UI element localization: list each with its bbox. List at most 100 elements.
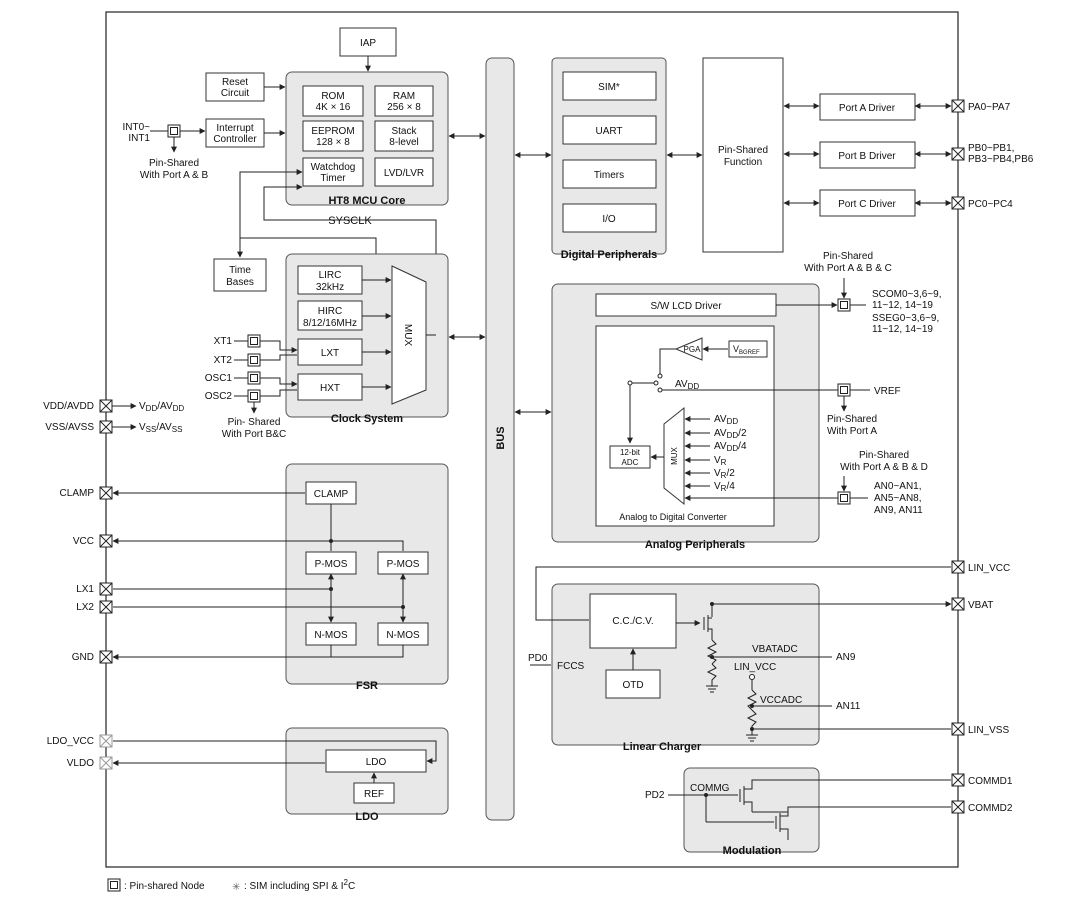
system-bus <box>485 57 515 821</box>
pga-label: PGA <box>684 345 702 354</box>
nmos-right-label: N-MOS <box>386 630 420 641</box>
vdd-internal-label: VDD/AVDD <box>139 401 184 413</box>
legend-node-text: : Pin-shared Node <box>124 881 205 892</box>
sim-label: SIM* <box>598 82 620 93</box>
vref-note-2: With Port A <box>827 426 877 437</box>
adc-label-2: ADC <box>622 458 639 467</box>
svg-text:VR/4: VR/4 <box>714 481 735 493</box>
port-b-driver-label: Port B Driver <box>838 151 896 162</box>
port-c-driver-label: Port C Driver <box>838 199 896 210</box>
svg-text:VR: VR <box>714 455 727 467</box>
reset-label-2: Circuit <box>221 88 250 99</box>
chip-boundary <box>105 11 959 868</box>
otd-label: OTD <box>622 680 643 691</box>
watchdog-label-2: Timer <box>320 173 346 184</box>
fsr-wiring <box>112 490 406 660</box>
ram-label: RAM <box>393 91 415 102</box>
vcc-pin-label: VCC <box>73 536 94 547</box>
lcd-note-2: With Port A & B & C <box>804 263 892 274</box>
pd0-label: PD0 <box>528 653 548 664</box>
an-pins-2: AN5~AN8, <box>874 493 922 504</box>
vref-pin-label: VREF <box>874 386 901 397</box>
commg-label: COMMG <box>690 783 730 794</box>
svg-text:AVDD/2: AVDD/2 <box>714 428 747 440</box>
port-b-row: Port B Driver PB0~PB1, PB3~PB4,PB6 <box>783 141 1034 169</box>
port-a-pins: PA0~PA7 <box>968 102 1011 113</box>
modulation-pins <box>951 773 965 814</box>
lirc-label: LIRC <box>319 270 342 281</box>
hirc-box <box>297 300 363 331</box>
fsr-title: FSR <box>356 680 378 692</box>
scom-pins: SCOM0~3,6~9, <box>872 289 941 300</box>
lcd-driver-label: S/W LCD Driver <box>650 301 722 312</box>
legend-sim-text: : SIM including SPI & I2C <box>244 878 355 892</box>
port-c-pins: PC0~PC4 <box>968 199 1013 210</box>
xt2-label: XT2 <box>214 355 233 366</box>
svg-text:AVDD: AVDD <box>714 414 738 426</box>
vbgref-label: VBGREF <box>733 344 760 356</box>
pin-shared-label: Pin-Shared <box>718 145 768 156</box>
int-note: Pin-Shared <box>149 158 199 169</box>
adc-subblock <box>595 325 775 527</box>
modulation-title: Modulation <box>723 845 782 857</box>
sim-box <box>562 71 657 101</box>
uart-label: UART <box>595 126 622 137</box>
ccv-label: C.C./C.V. <box>612 616 653 627</box>
charger-wiring <box>530 566 952 742</box>
an-pins: AN0~AN1, <box>874 481 922 492</box>
fsr-clamp-label: CLAMP <box>314 489 349 500</box>
lvd-label: LVD/LVR <box>384 168 424 179</box>
otd-box <box>605 669 661 699</box>
stack-label: Stack <box>391 126 417 137</box>
int0-label: INT0~ <box>122 122 150 133</box>
lin-vcc-pin-label: LIN_VCC <box>968 563 1010 574</box>
vldo-pin-label: VLDO <box>67 758 94 769</box>
an-note: Pin-Shared <box>859 450 909 461</box>
lx1-pin-label: LX1 <box>76 584 94 595</box>
hirc-label: HIRC <box>318 306 342 317</box>
vss-internal-label: VSS/AVSS <box>139 422 182 434</box>
eeprom-label: EEPROM <box>311 126 354 137</box>
vss-pin <box>99 420 113 434</box>
clock-note: Pin- Shared <box>228 417 281 428</box>
lin-vss-pin-label: LIN_VSS <box>968 725 1009 736</box>
stack-box <box>374 120 434 152</box>
charger-pins <box>951 560 965 736</box>
clock-mux-label: MUX <box>402 324 413 347</box>
watchdog-label: Watchdog <box>311 162 356 173</box>
ccv-box <box>589 593 677 649</box>
vss-pin-label: VSS/AVSS <box>45 422 94 433</box>
vbgref-box <box>728 340 768 358</box>
ldo-box-label: LDO <box>366 757 387 768</box>
time-bases-label: Time <box>229 265 251 276</box>
ref-label: REF <box>364 789 384 800</box>
mcu-core-title: HT8 MCU Core <box>328 195 405 207</box>
vccadc-label: VCCADC <box>760 695 802 706</box>
vref-note: Pin-Shared <box>827 414 877 425</box>
osc1-label: OSC1 <box>205 373 233 384</box>
adc-subblock-title: Analog to Digital Converter <box>619 512 727 522</box>
clock-mux <box>391 265 427 405</box>
timers-label: Timers <box>594 170 624 181</box>
scom-pins-2: 11~12, 14~19 <box>872 300 933 311</box>
gnd-pin-label: GND <box>72 652 94 663</box>
fccs-label: FCCS <box>557 661 585 672</box>
time-bases-box <box>213 258 267 292</box>
analog-peripherals-title: Analog Peripherals <box>645 539 745 551</box>
port-a-driver-label: Port A Driver <box>839 103 896 114</box>
lcd-note: Pin-Shared <box>823 251 873 262</box>
svg-text:AVDD/4: AVDD/4 <box>714 441 747 453</box>
int1-label: INT1 <box>128 133 150 144</box>
eeprom-size: 128 × 8 <box>316 137 350 148</box>
vdd-pin <box>99 399 113 413</box>
hirc-freq: 8/12/16MHz <box>303 318 357 329</box>
reset-label: Reset <box>222 77 248 88</box>
adc-mux-label: MUX <box>670 446 679 464</box>
watchdog-box <box>302 157 364 187</box>
fsr-pins <box>99 486 113 664</box>
adc-box <box>609 445 651 469</box>
sseg-pins: SSEG0~3,6~9, <box>872 313 939 324</box>
lxt-box <box>297 338 363 366</box>
pd2-label: PD2 <box>645 790 665 801</box>
timers-box <box>562 159 657 189</box>
